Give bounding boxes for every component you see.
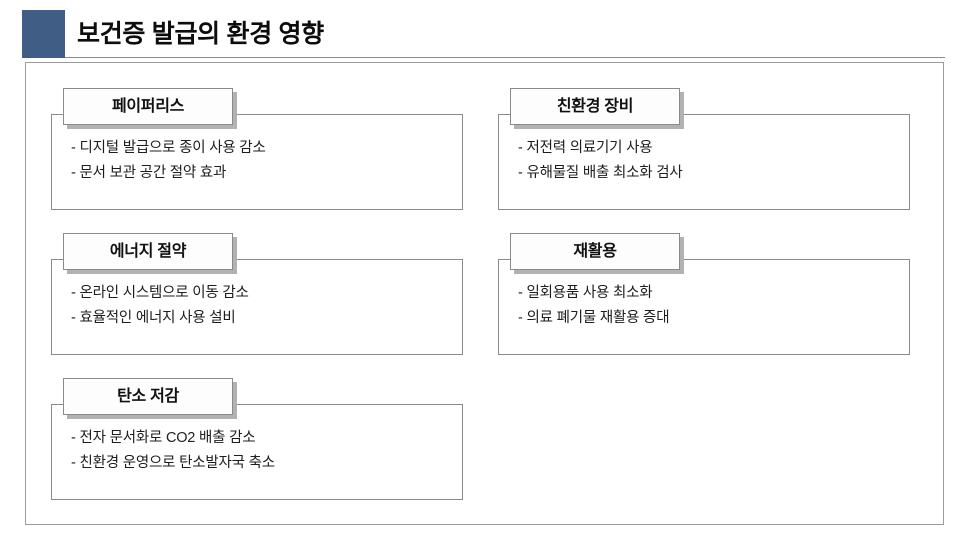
card-heading-label: 친환경 장비 (556, 98, 634, 115)
card-body (51, 404, 463, 500)
content-frame: 페이퍼리스 - 디지털 발급으로 종이 사용 감소 - 문서 보관 공간 절약 … (25, 62, 944, 525)
card-body (498, 114, 910, 210)
list-item: - 의료 폐기물 재활용 증대 (518, 310, 670, 326)
title-accent-block (22, 10, 65, 58)
card-heading-tab[interactable]: 탄소 저감 (63, 378, 233, 415)
card-bullet-list: - 디지털 발급으로 종이 사용 감소 - 문서 보관 공간 절약 효과 (71, 136, 266, 186)
card-heading-label: 재활용 (573, 243, 617, 260)
list-item: - 전자 문서화로 CO2 배출 감소 (71, 430, 256, 446)
card-body (51, 259, 463, 355)
card-heading-tab[interactable]: 에너지 절약 (63, 233, 233, 270)
card-bullet-list: - 저전력 의료기기 사용 - 유해물질 배출 최소화 검사 (518, 136, 683, 186)
list-item: - 디지털 발급으로 종이 사용 감소 (71, 140, 266, 156)
card-body (498, 259, 910, 355)
list-item: - 일회용품 사용 최소화 (518, 285, 653, 301)
card-heading-tab[interactable]: 친환경 장비 (510, 88, 680, 125)
list-item: - 친환경 운영으로 탄소발자국 축소 (71, 455, 275, 471)
list-item: - 효율적인 에너지 사용 설비 (71, 310, 236, 326)
card-heading-label: 페이퍼리스 (111, 98, 185, 115)
page-title: 보건증 발급의 환경 영향 (77, 20, 324, 48)
list-item: - 유해물질 배출 최소화 검사 (518, 165, 683, 181)
card-bullet-list: - 전자 문서화로 CO2 배출 감소 - 친환경 운영으로 탄소발자국 축소 (71, 426, 275, 476)
card-heading-label: 에너지 절약 (109, 243, 187, 260)
list-item: - 저전력 의료기기 사용 (518, 140, 653, 156)
title-underline (65, 57, 945, 58)
card-heading-tab[interactable]: 재활용 (510, 233, 680, 270)
card-body (51, 114, 463, 210)
list-item: - 문서 보관 공간 절약 효과 (71, 165, 227, 181)
slide-title-bar: 보건증 발급의 환경 영향 (22, 10, 945, 58)
card-bullet-list: - 일회용품 사용 최소화 - 의료 폐기물 재활용 증대 (518, 281, 670, 331)
card-heading-label: 탄소 저감 (117, 388, 179, 405)
card-heading-tab[interactable]: 페이퍼리스 (63, 88, 233, 125)
list-item: - 온라인 시스템으로 이동 감소 (71, 285, 249, 301)
card-bullet-list: - 온라인 시스템으로 이동 감소 - 효율적인 에너지 사용 설비 (71, 281, 249, 331)
